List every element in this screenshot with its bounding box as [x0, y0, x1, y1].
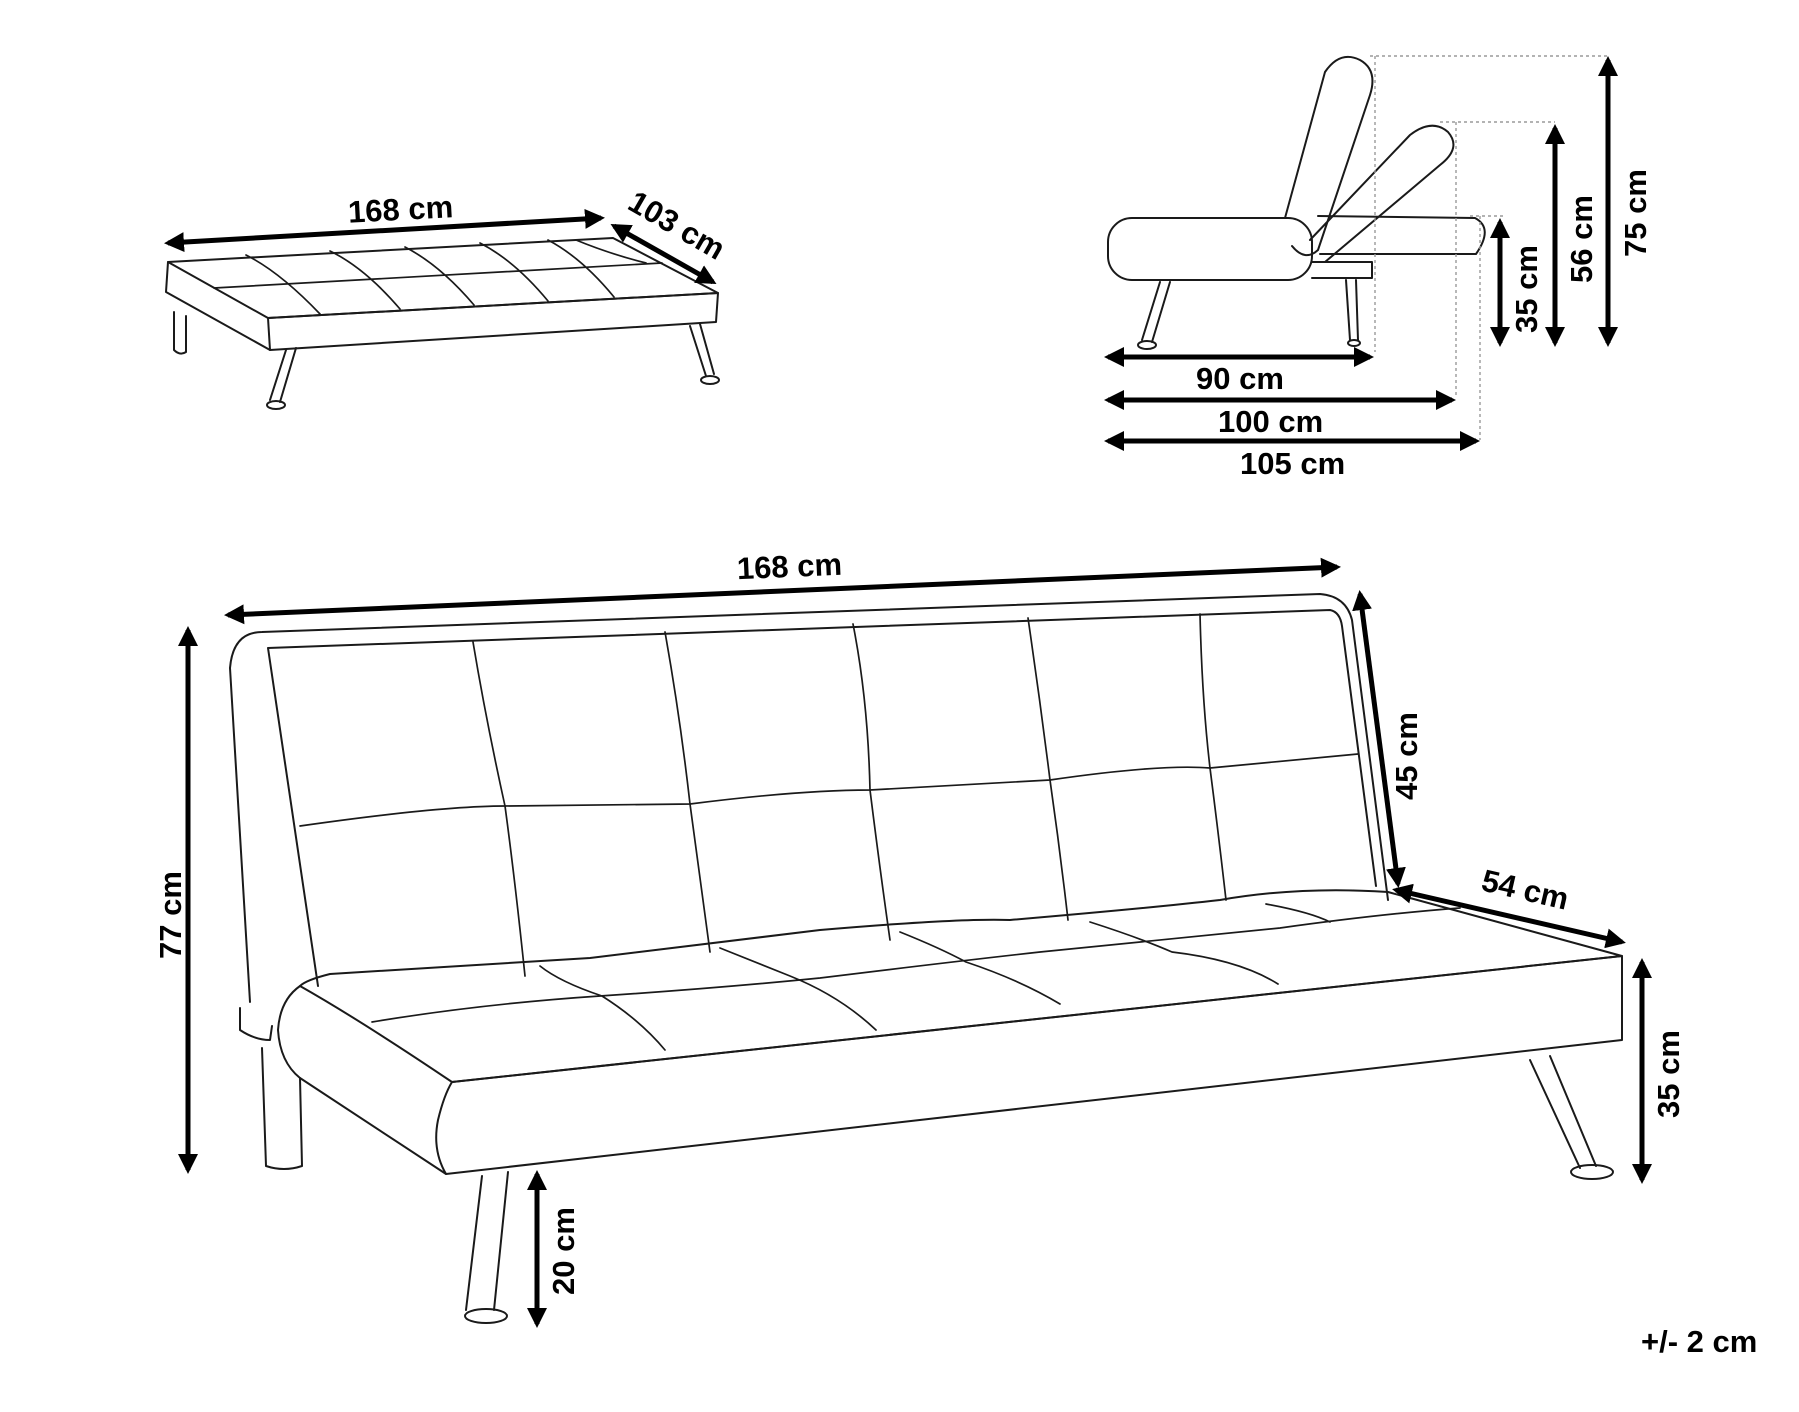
flat-bed-width-label: 168 cm	[347, 189, 454, 229]
sofa-front-view: 168 cm 77 cm 45 cm 54 cm 35 cm 20 cm	[153, 547, 1686, 1328]
seat-seams	[371, 903, 1461, 1051]
side-mid-height-label: 56 cm	[1564, 195, 1599, 283]
flat-bed-view: 168 cm 103 cm	[164, 184, 732, 410]
sofa-seat-side	[277, 985, 447, 1175]
sofa-left-rear-leg	[261, 1047, 303, 1170]
sofa-seat-depth-label: 54 cm	[1478, 863, 1572, 917]
side-seat-cushion	[1107, 217, 1313, 281]
flat-bed-legs	[173, 311, 720, 410]
side-full-depth-label: 105 cm	[1240, 446, 1345, 481]
side-full-height-label: 75 cm	[1618, 169, 1653, 257]
sofa-seat-depth-dimension-line	[1392, 883, 1626, 949]
sofa-leg-height-label: 20 cm	[546, 1207, 581, 1295]
side-backrest-upright	[1284, 56, 1374, 257]
backrest-seams	[299, 613, 1359, 977]
flat-bed-depth-dimension-line	[610, 223, 717, 285]
sofa-width-label: 168 cm	[736, 547, 843, 587]
sofa-seat-top	[299, 889, 1623, 1083]
sofa-seat-front	[435, 955, 1623, 1175]
side-backrest-reclined	[1309, 124, 1455, 263]
flat-bed-front-face	[267, 292, 719, 351]
side-seat-depth-label: 90 cm	[1196, 361, 1284, 396]
tolerance-note: +/- 2 cm	[1641, 1324, 1757, 1359]
sofa-total-height-label: 77 cm	[153, 871, 188, 959]
sofa-legs	[261, 1047, 1614, 1324]
side-profile-view: 90 cm 100 cm 105 cm 35 cm 56 cm 75 cm	[1104, 55, 1653, 481]
sofa-right-leg	[1529, 1055, 1597, 1169]
flat-bed-depth-label: 103 cm	[623, 184, 732, 267]
flat-bed-top-face	[167, 237, 719, 319]
flat-bed-width-dimension-line	[164, 208, 605, 253]
sofa-left-arm	[239, 1007, 273, 1041]
side-rear-leg	[1345, 279, 1359, 341]
side-front-leg	[1141, 281, 1171, 343]
flat-bed-side-face	[165, 261, 271, 351]
sofa-width-dimension-line	[224, 557, 1341, 625]
sofa-backrest-height-label: 45 cm	[1389, 712, 1424, 800]
side-low-height-label: 35 cm	[1509, 245, 1544, 333]
sofa-front-leg	[465, 1171, 509, 1311]
side-backrest-flat	[1317, 215, 1486, 255]
sofa-seat-height-label: 35 cm	[1651, 1030, 1686, 1118]
sofa-backrest-height-dimension-line	[1352, 590, 1406, 888]
side-mid-depth-label: 100 cm	[1218, 404, 1323, 439]
